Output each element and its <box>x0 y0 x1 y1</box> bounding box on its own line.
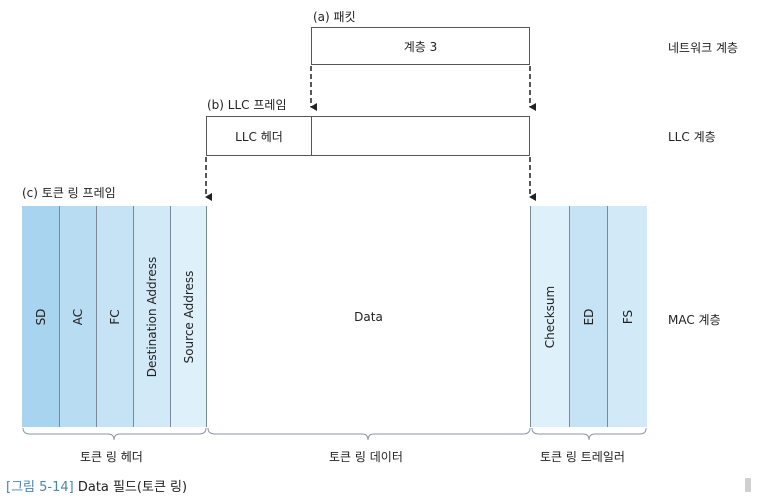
llc-header-divider <box>311 117 312 155</box>
field-ed: ED <box>570 206 608 427</box>
field-ac: AC <box>60 206 97 427</box>
figure-caption: [그림 5-14] Data 필드(토큰 링) <box>6 476 187 495</box>
figure-caption-text: Data 필드(토큰 링) <box>77 480 188 495</box>
figure-number: [그림 5-14] <box>6 480 74 495</box>
field-sd: SD <box>22 206 60 427</box>
field-data-label: Data <box>354 309 383 324</box>
llc-frame-box: LLC 헤더 <box>206 116 530 156</box>
field-source-address: Source Address <box>171 206 207 427</box>
token-ring-data-label: 토큰 링 데이터 <box>329 450 403 464</box>
token-ring-trailer-label: 토큰 링 트레일러 <box>540 450 625 464</box>
packet-title: (a) 패킷 <box>313 10 356 24</box>
brace-data <box>207 427 531 441</box>
network-layer-label: 네트워크 계층 <box>668 41 739 55</box>
field-fc: FC <box>97 206 134 427</box>
token-ring-frame-title: (c) 토큰 링 프레임 <box>22 186 116 200</box>
scroll-indicator[interactable] <box>745 478 751 492</box>
llc-frame-title: (b) LLC 프레임 <box>207 98 287 112</box>
field-destination-address: Destination Address <box>134 206 171 427</box>
brace-trailer <box>531 427 647 441</box>
field-checksum: Checksum <box>531 206 570 427</box>
field-data: Data <box>207 206 531 427</box>
field-fs: FS <box>608 206 647 427</box>
token-ring-header-label: 토큰 링 헤더 <box>80 450 143 464</box>
llc-layer-label: LLC 계층 <box>668 130 716 144</box>
mac-layer-label: MAC 계층 <box>668 313 721 327</box>
brace-header <box>22 427 207 441</box>
llc-header-label: LLC 헤더 <box>235 129 283 144</box>
packet-box-label: 계층 3 <box>403 39 438 54</box>
packet-box: 계층 3 <box>311 27 530 65</box>
